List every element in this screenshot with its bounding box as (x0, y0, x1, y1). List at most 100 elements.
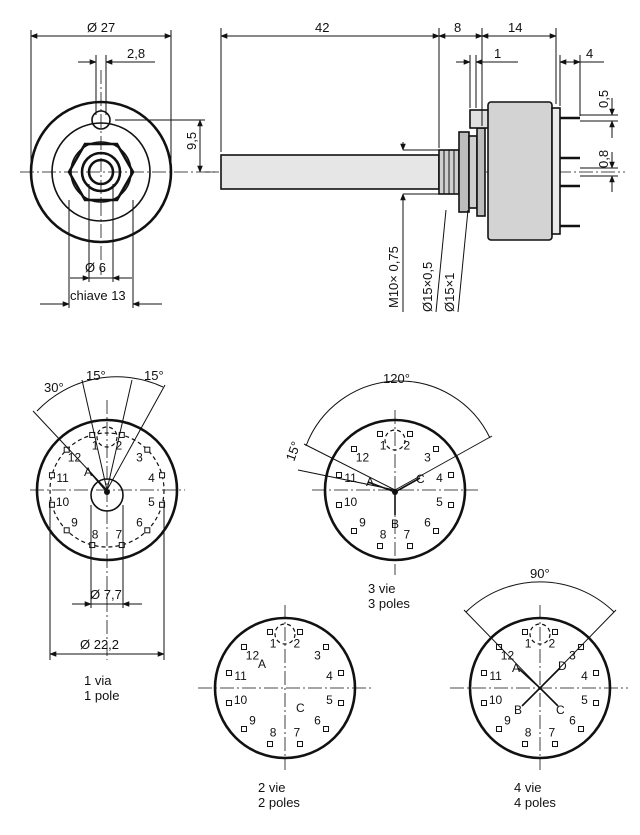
terminal-pad (323, 643, 330, 650)
terminal-pad (48, 501, 55, 508)
terminal-pad (297, 741, 304, 748)
terminal-number: 5 (581, 693, 588, 707)
wiper-a-label: A (84, 465, 92, 479)
caption-2-poles: 2 poles (258, 795, 300, 810)
terminal-number: 2 (549, 637, 556, 651)
caption-4-poles: 4 poles (514, 795, 556, 810)
terminal-number: 4 (581, 669, 588, 683)
dim-0-8: 0,8 (596, 150, 611, 168)
wiper-a-label: A (258, 657, 266, 671)
terminal-pad (552, 741, 559, 748)
terminal-pad (495, 643, 502, 650)
dim-14: 14 (508, 20, 522, 35)
terminal-number: 6 (424, 516, 431, 530)
terminal-pad (376, 430, 383, 437)
terminal-number: 6 (569, 714, 576, 728)
caption-4-vie: 4 vie (514, 780, 541, 795)
terminal-pad (240, 726, 247, 733)
wiper-a-label: A (512, 661, 520, 675)
terminal-number: 10 (234, 693, 248, 707)
dim-8: 8 (454, 20, 461, 35)
terminal-number: 3 (569, 648, 576, 662)
terminal-pad (144, 446, 151, 453)
dim-dia-6: Ø 6 (85, 260, 106, 275)
wiper-a-label: A (366, 475, 374, 489)
terminal-number: 8 (525, 725, 532, 739)
terminal-pad (593, 700, 600, 707)
caption-1-pole: 1 pole (84, 688, 119, 703)
terminal-number: 4 (148, 471, 155, 485)
terminal-number: 8 (92, 527, 99, 541)
terminal-number: 8 (270, 725, 277, 739)
dim-dia-27: Ø 27 (87, 20, 115, 35)
wiper-c-label: C (416, 472, 425, 486)
terminal-pad (521, 628, 528, 635)
terminal-pad (578, 726, 585, 733)
caption-3-vie: 3 vie (368, 581, 395, 596)
terminal-pad (350, 445, 357, 452)
wiper-c-label: C (556, 703, 565, 717)
terminal-number: 7 (294, 725, 301, 739)
terminal-number: 8 (380, 527, 387, 541)
terminal-pad (338, 700, 345, 707)
terminal-number: 3 (314, 648, 321, 662)
terminal-pad (240, 643, 247, 650)
terminal-pad (593, 669, 600, 676)
dim-0-5: 0,5 (596, 90, 611, 108)
terminal-number: 1 (525, 637, 532, 651)
terminal-number: 6 (136, 516, 143, 530)
caption-3-poles: 3 poles (368, 596, 410, 611)
terminal-number: 6 (314, 714, 321, 728)
terminal-number: 5 (436, 495, 443, 509)
terminal-pad (433, 528, 440, 535)
terminal-pad (297, 628, 304, 635)
angle-30: 30° (44, 380, 64, 395)
dim-dia-22-2: Ø 22,2 (80, 637, 119, 652)
terminal-pad (225, 700, 232, 707)
terminal-number: 2 (404, 439, 411, 453)
wiper-b-label: B (391, 517, 399, 531)
terminal-pad (89, 542, 96, 549)
terminal-pad (335, 502, 342, 509)
terminal-number: 2 (294, 637, 301, 651)
dim-4: 4 (586, 46, 593, 61)
terminal-number: 11 (234, 669, 247, 683)
terminal-number: 4 (326, 669, 333, 683)
terminal-number: 3 (136, 450, 143, 464)
angle-120: 120° (383, 371, 410, 386)
dim-2-8: 2,8 (127, 46, 145, 61)
terminal-number: 9 (249, 714, 256, 728)
terminal-pad (433, 445, 440, 452)
wiper-c-label: C (296, 701, 305, 715)
terminal-pad (448, 502, 455, 509)
dim-dia-7-7: Ø 7,7 (90, 587, 122, 602)
wiper-b-label: B (514, 703, 522, 717)
terminal-number: 9 (71, 516, 78, 530)
terminal-number: 11 (489, 669, 502, 683)
terminal-pad (118, 542, 125, 549)
terminal-pad (407, 543, 414, 550)
terminal-number: 11 (344, 471, 357, 485)
terminal-pad (323, 726, 330, 733)
dim-1: 1 (494, 46, 501, 61)
terminal-number: 12 (246, 648, 260, 662)
terminal-number: 5 (148, 495, 155, 509)
terminal-number: 10 (489, 693, 503, 707)
angle-15-left: 15° (86, 368, 106, 383)
terminal-number: 7 (404, 527, 411, 541)
terminal-pad (159, 501, 166, 508)
terminal-pad (63, 527, 70, 534)
terminal-pad (144, 527, 151, 534)
terminal-pad (159, 472, 166, 479)
side-view: 42 8 14 1 4 0,5 0,8 M1 (205, 20, 625, 313)
terminal-number: 10 (56, 495, 70, 509)
terminal-pad (448, 471, 455, 478)
dim-9-5: 9,5 (184, 132, 199, 150)
terminal-number: 7 (116, 527, 123, 541)
